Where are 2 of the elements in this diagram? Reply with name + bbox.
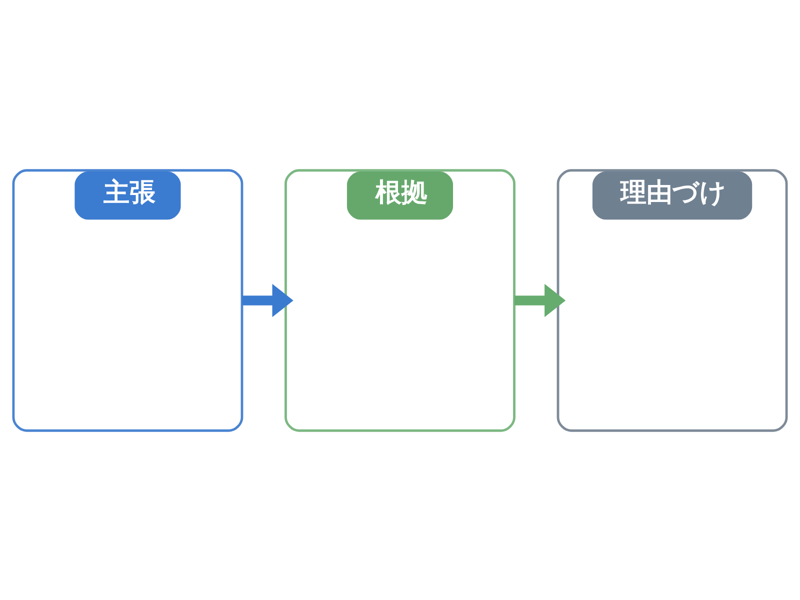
arrow xyxy=(514,283,566,317)
arrow xyxy=(242,283,294,317)
